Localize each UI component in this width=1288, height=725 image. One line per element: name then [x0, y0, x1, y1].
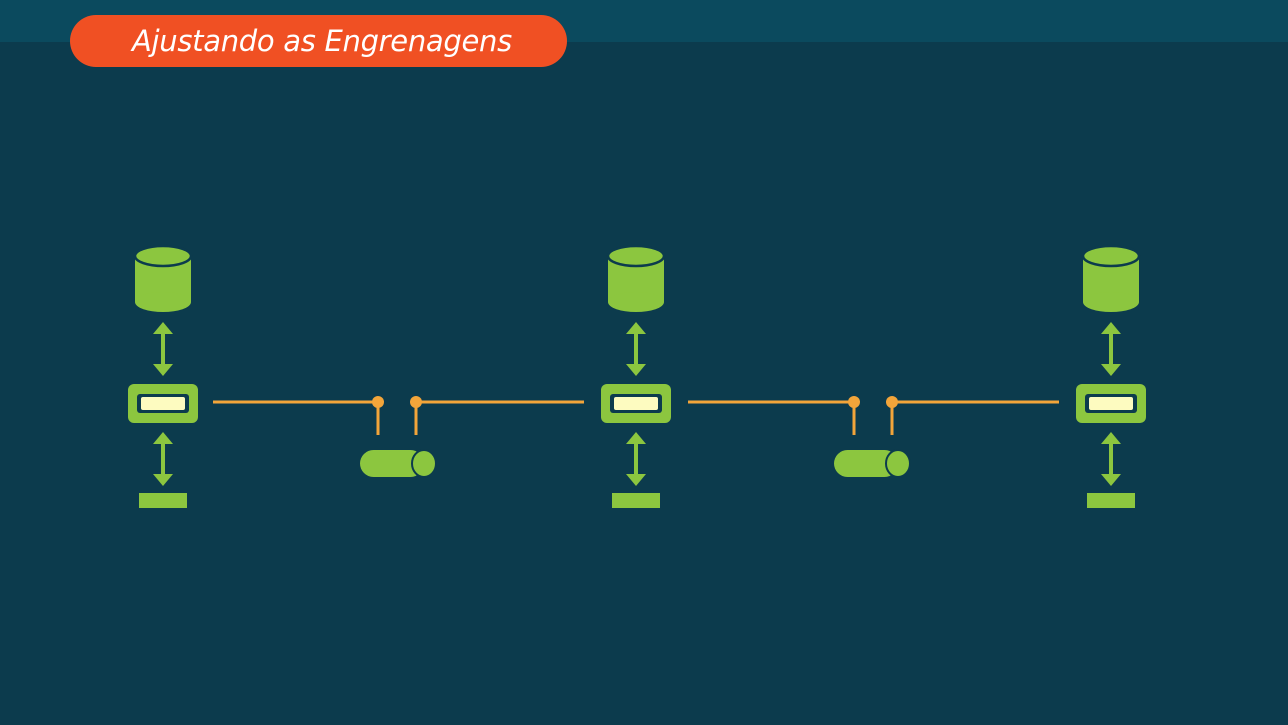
arrow-head-up: [626, 432, 646, 444]
double-arrow-icon: [153, 432, 173, 486]
pipe-cylinder-icon-2: [834, 449, 911, 478]
pipe-body: [360, 450, 424, 477]
terminal-bar-icon: [612, 493, 660, 508]
server-display: [614, 397, 658, 410]
arrow-head-up: [626, 322, 646, 334]
node-3: [1076, 244, 1146, 508]
db-top: [606, 244, 666, 268]
arrow-head-up: [1101, 322, 1121, 334]
connector-pin-icon: [410, 396, 422, 408]
server-display: [141, 397, 185, 410]
db-top: [1081, 244, 1141, 268]
db-bottom: [135, 292, 191, 312]
pipe-end: [411, 449, 437, 478]
link-line-4: [886, 396, 1059, 435]
page-title: Ajustando as Engrenagens: [132, 24, 512, 58]
db-bottom: [608, 292, 664, 312]
title-banner: Ajustando as Engrenagens: [70, 15, 567, 67]
double-arrow-icon: [626, 432, 646, 486]
arrow-head-down: [153, 364, 173, 376]
terminal-bar-icon: [139, 493, 187, 508]
double-arrow-icon: [1101, 432, 1121, 486]
node-1: [128, 244, 198, 508]
node-2: [601, 244, 671, 508]
server-block-icon: [601, 384, 671, 423]
pipe-cylinder-icon-1: [360, 449, 437, 478]
arrow-head-up: [1101, 432, 1121, 444]
db-bottom: [1083, 292, 1139, 312]
database-cylinder-icon: [606, 244, 666, 312]
db-top: [133, 244, 193, 268]
link-line-2: [410, 396, 584, 435]
arrow-head-up: [153, 322, 173, 334]
server-display: [1089, 397, 1133, 410]
pipe-body: [834, 450, 898, 477]
terminal-bar-icon: [1087, 493, 1135, 508]
link-line-1: [213, 396, 384, 435]
double-arrow-icon: [626, 322, 646, 376]
link-line-3: [688, 396, 860, 435]
connector-pin-icon: [886, 396, 898, 408]
database-cylinder-icon: [133, 244, 193, 312]
arrow-head-down: [1101, 474, 1121, 486]
arrow-head-down: [153, 474, 173, 486]
arrow-head-down: [626, 364, 646, 376]
arrow-head-down: [626, 474, 646, 486]
pipe-end: [885, 449, 911, 478]
server-block-icon: [128, 384, 198, 423]
double-arrow-icon: [1101, 322, 1121, 376]
arrow-head-down: [1101, 364, 1121, 376]
server-block-icon: [1076, 384, 1146, 423]
connector-pin-icon: [848, 396, 860, 408]
arrow-head-up: [153, 432, 173, 444]
double-arrow-icon: [153, 322, 173, 376]
connector-pin-icon: [372, 396, 384, 408]
database-cylinder-icon: [1081, 244, 1141, 312]
